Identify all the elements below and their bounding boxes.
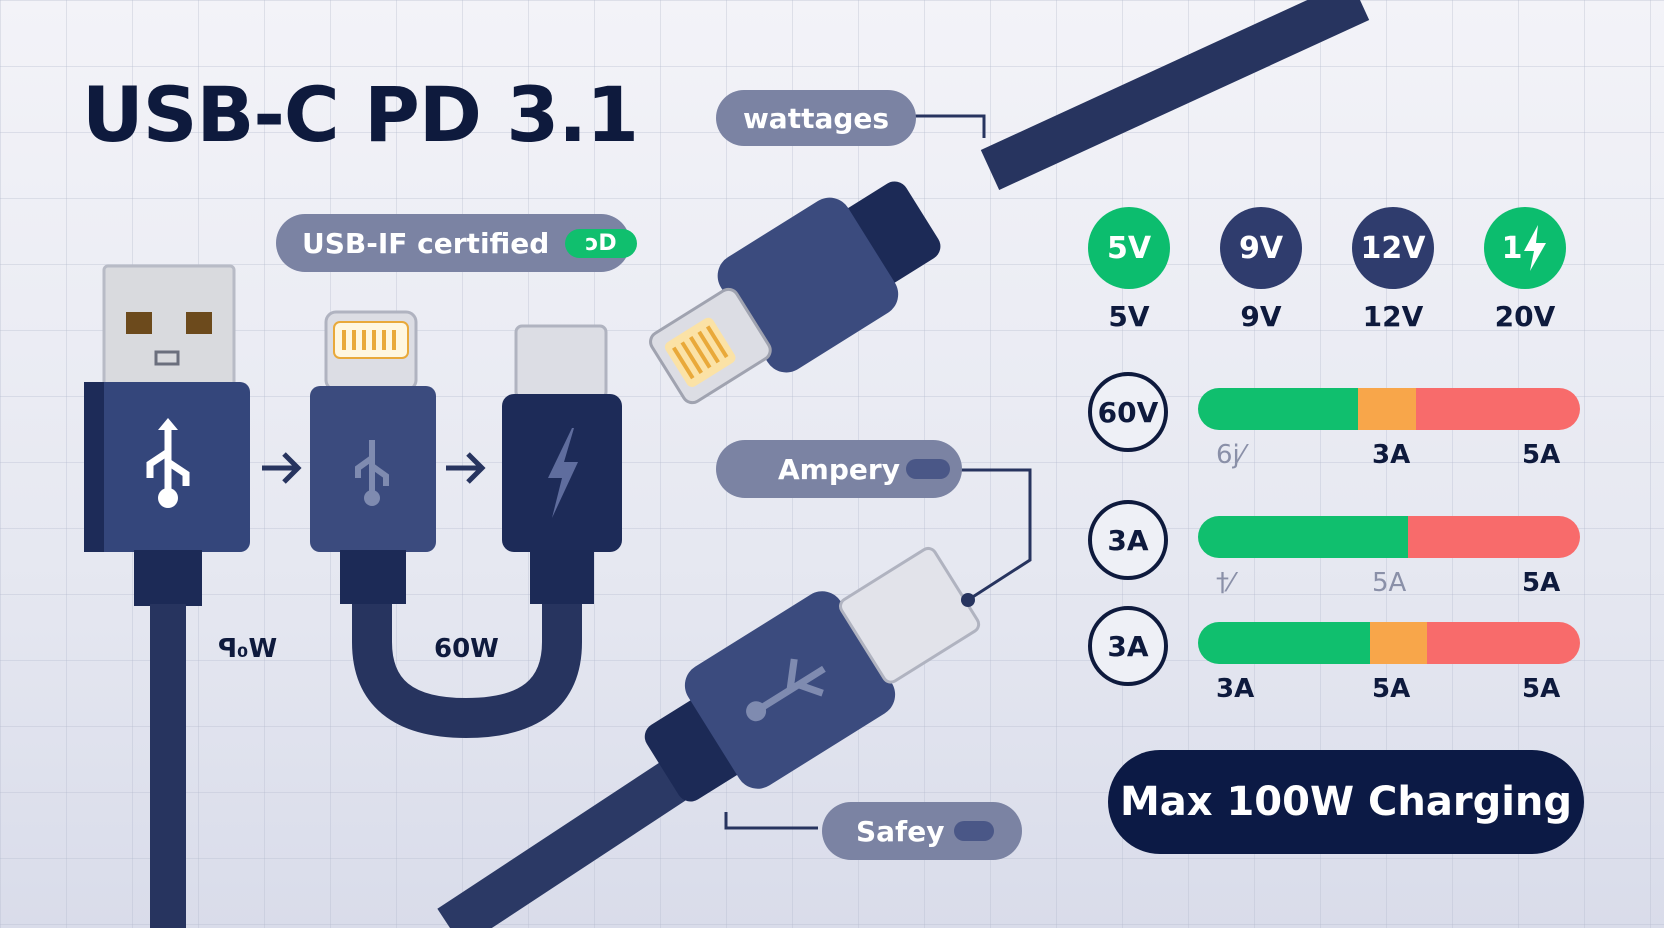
current-bar-1 (1198, 516, 1580, 558)
lightning-bolt-icon (548, 428, 578, 518)
bar-segment (1198, 388, 1359, 430)
wattage-label-left: ꟼ₀W (218, 634, 278, 664)
bar-segment (1427, 622, 1580, 664)
cable-bottom-cord (437, 750, 703, 928)
max-charging-banner: Max 100W Charging (1108, 750, 1584, 854)
u-cable (352, 604, 582, 739)
ampery-label: Ampery (778, 452, 900, 486)
current-ring-1: 3A (1088, 500, 1168, 580)
voltage-circle-3: 1 (1484, 207, 1566, 289)
safety-indicator (954, 821, 995, 841)
bar-segment (1198, 516, 1409, 558)
voltage-circle-text: 12V (1360, 230, 1426, 266)
safety-badge: Safey (822, 802, 1022, 860)
voltage-label-0: 5V (1108, 300, 1150, 333)
cable-top-cord (980, 0, 1370, 190)
voltage-circle-2: 12V (1352, 207, 1434, 289)
arrow-right-icon-2 (446, 452, 486, 484)
current-label: 5A (1522, 440, 1561, 470)
voltage-label-2: 12V (1362, 300, 1424, 333)
wattages-label: wattages (742, 101, 890, 135)
lightning-connector (310, 310, 436, 604)
bar-segment (1369, 622, 1428, 664)
voltage-label-3: 20V (1494, 300, 1556, 333)
usb-c-plug-bottom (644, 546, 981, 802)
voltage-circle-text: 9V (1238, 230, 1284, 266)
usb-c-connector (502, 324, 622, 604)
current-bar-0 (1198, 388, 1580, 430)
current-ring-0: 60V (1088, 372, 1168, 452)
current-label: 3A (1216, 674, 1255, 704)
safety-label: Safey (856, 814, 945, 848)
current-label: 5A (1372, 568, 1407, 598)
voltage-circle-text: 5V (1106, 230, 1152, 266)
voltage-circle-text: 1 (1501, 230, 1523, 266)
current-label: 5A (1522, 674, 1561, 704)
certified-badge: USB-IF certified ɔD (276, 214, 637, 272)
ampery-badge: Ampery (716, 440, 962, 498)
current-label: 6j⁄ (1216, 440, 1245, 470)
current-bar-2 (1198, 622, 1580, 664)
ampery-indicator (905, 459, 950, 479)
current-label: 5A (1522, 568, 1561, 598)
wattages-badge: wattages (716, 90, 916, 146)
wattage-label-middle: 60W (434, 634, 499, 664)
current-label: †⁄ (1216, 568, 1234, 598)
bar-segment (1358, 388, 1416, 430)
voltage-circle-0: 5V (1088, 207, 1170, 289)
certified-label: USB-IF certified (302, 226, 550, 260)
usb-a-plug (84, 264, 250, 928)
current-ring-2: 3A (1088, 606, 1168, 686)
lightning-bolt-icon (1524, 225, 1547, 271)
certified-tag: ɔD (565, 228, 637, 258)
lightning-plug-top (649, 181, 941, 405)
current-label: 5A (1372, 674, 1411, 704)
bar-segment (1415, 388, 1580, 430)
current-label: 3A (1372, 440, 1411, 470)
arrow-right-icon-1 (262, 452, 302, 484)
voltage-circle-1: 9V (1220, 207, 1302, 289)
page-title: USB-C PD 3.1 (82, 70, 639, 159)
voltage-label-1: 9V (1240, 300, 1282, 333)
bar-segment (1408, 516, 1580, 558)
bar-segment (1198, 622, 1370, 664)
